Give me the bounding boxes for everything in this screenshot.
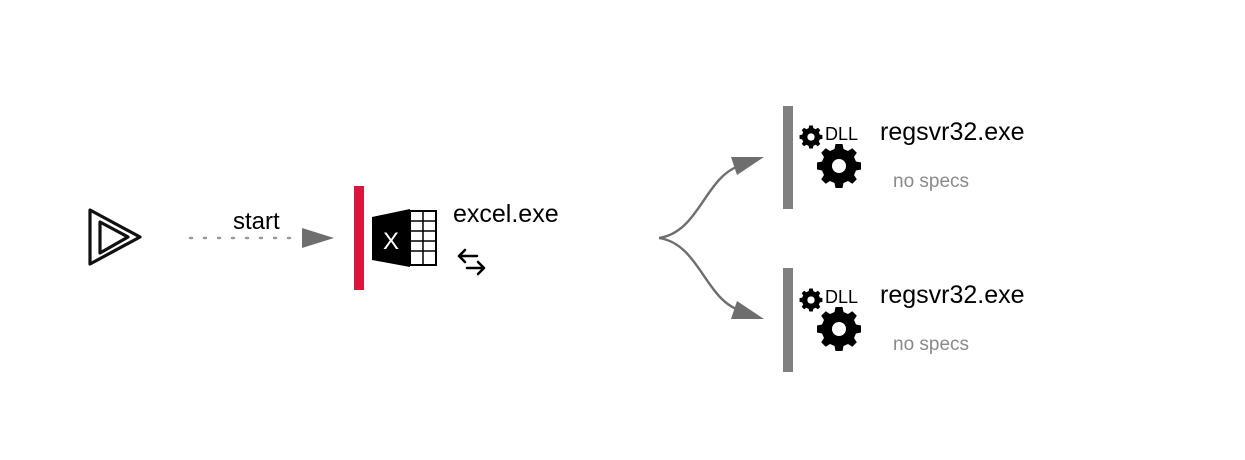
child-process-name[interactable]: regsvr32.exe	[880, 118, 1025, 146]
dll-gears-icon: DLL	[799, 124, 861, 188]
child-process-subtitle: no specs	[893, 171, 970, 192]
child-status-bar	[783, 106, 793, 209]
network-arrows-icon	[457, 248, 486, 276]
excel-icon: X	[372, 209, 437, 267]
child-process-subtitle: no specs	[893, 334, 970, 355]
child-status-bar	[783, 268, 793, 372]
dll-icon-text: DLL	[825, 287, 858, 307]
child-edges	[658, 157, 764, 319]
process-name[interactable]: excel.exe	[453, 200, 559, 228]
edge-label-start: start	[233, 208, 280, 235]
dll-gears-icon: DLL	[799, 287, 861, 351]
child-process-name[interactable]: regsvr32.exe	[880, 281, 1025, 309]
start-edge	[188, 228, 334, 248]
excel-icon-letter: X	[383, 228, 399, 255]
process-status-bar	[354, 186, 364, 290]
play-triangles-icon	[88, 208, 142, 266]
dll-icon-text: DLL	[825, 124, 858, 144]
